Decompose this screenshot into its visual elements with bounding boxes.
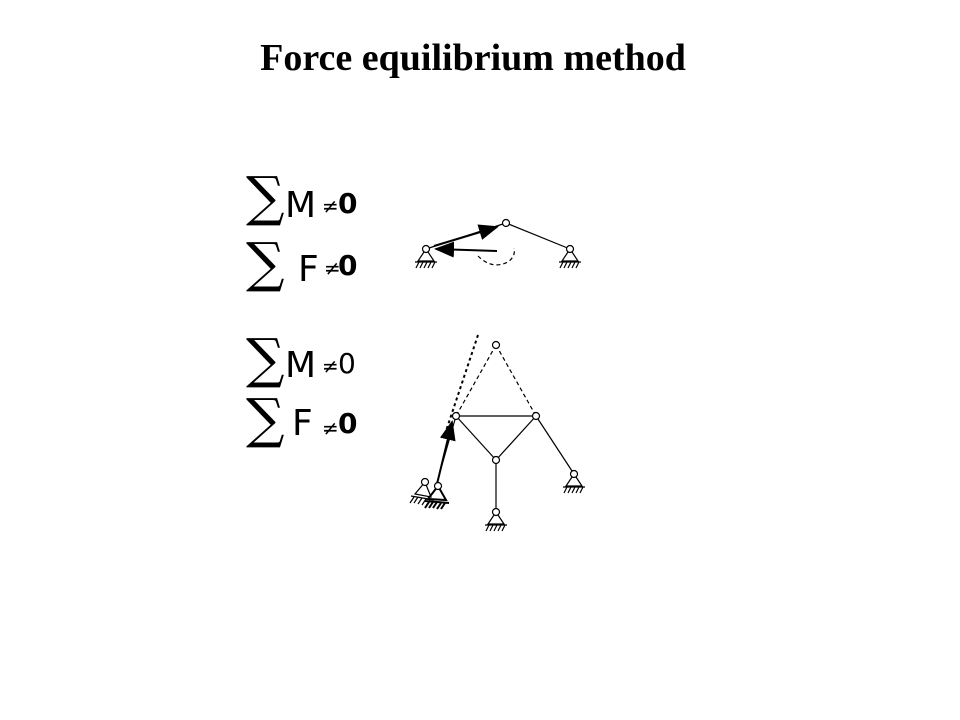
force-arrow — [436, 420, 456, 485]
three-hinged-frame-diagram — [415, 218, 581, 269]
hinge-node — [491, 455, 501, 465]
force-symbol: F — [298, 249, 319, 290]
slide-title: Force equilibrium method — [260, 37, 686, 79]
not-equal-sign: ≠ — [322, 194, 339, 218]
hinge-node — [491, 340, 501, 350]
right-member — [505, 222, 571, 250]
zero-value: 0 — [338, 347, 356, 380]
support-icon — [424, 484, 450, 510]
force-arrow — [434, 241, 498, 258]
support-icon — [559, 247, 581, 269]
sigma-symbol: ∑ — [246, 231, 285, 294]
support-icon — [485, 510, 507, 532]
hinge-node — [569, 469, 579, 479]
dashed-member — [495, 344, 537, 417]
not-equal-sign: ≠ — [322, 416, 339, 440]
support-icon — [415, 247, 437, 269]
zero-value: 0 — [338, 249, 358, 282]
diagonal-member — [455, 415, 497, 461]
hinge-node — [531, 411, 541, 421]
not-equal-sign: ≠ — [324, 256, 341, 280]
rotation-arc — [477, 247, 515, 266]
moment-symbol: M — [285, 185, 317, 226]
truss-frame-diagram — [409, 334, 585, 532]
diagonal-member — [495, 415, 537, 461]
sigma-symbol: ∑ — [246, 327, 285, 390]
zero-value: 0 — [338, 407, 358, 440]
hinge-node — [420, 477, 430, 487]
support-icon — [563, 472, 585, 494]
sigma-symbol: ∑ — [246, 387, 285, 450]
right-leg-member — [535, 415, 575, 475]
hinge-node — [491, 507, 501, 517]
moment-symbol: M — [285, 345, 317, 386]
sigma-symbol: ∑ — [246, 165, 285, 228]
hinge-node — [451, 411, 461, 421]
hinge-node — [565, 244, 575, 254]
zero-value: 0 — [338, 187, 358, 220]
hinge-node — [433, 481, 443, 491]
force-arrow — [433, 224, 499, 247]
force-symbol: F — [292, 403, 313, 444]
hinge-node — [421, 244, 431, 254]
not-equal-sign: ≠ — [322, 354, 339, 378]
hinge-node — [501, 218, 511, 228]
